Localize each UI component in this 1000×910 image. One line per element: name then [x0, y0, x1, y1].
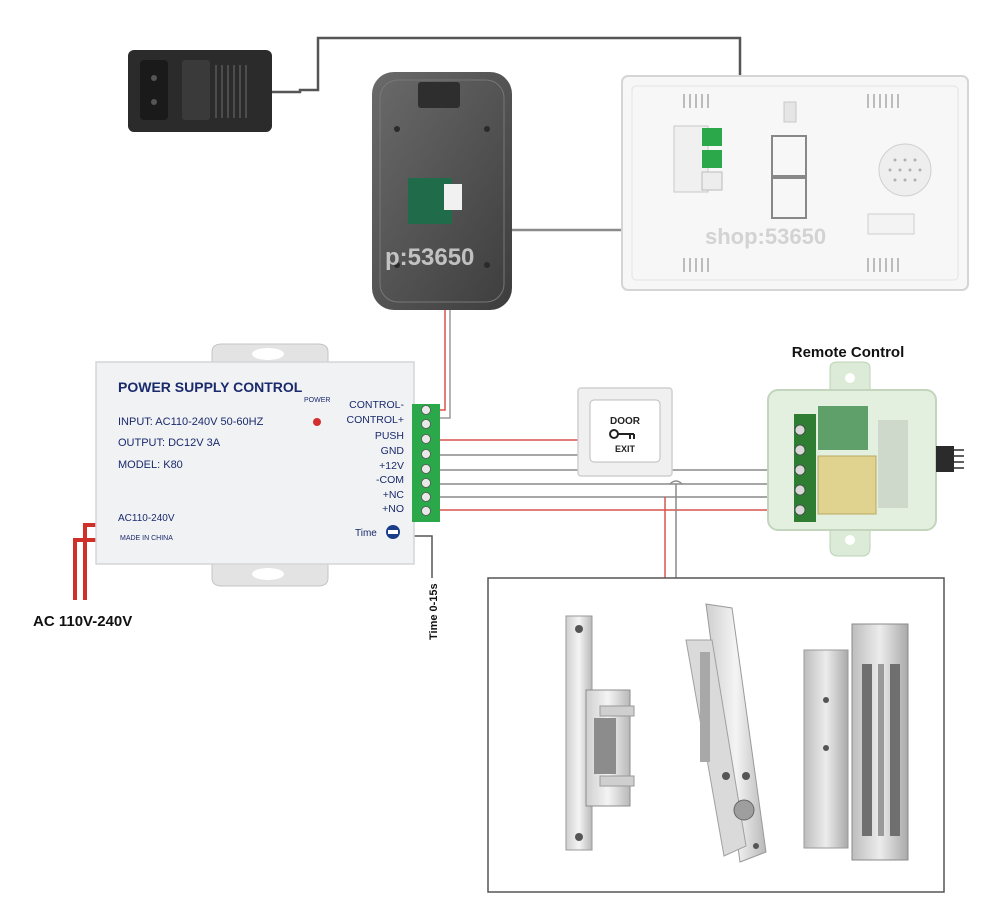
- push-wire: [432, 439, 596, 452]
- psu-input: INPUT: AC110-240V 50-60HZ: [118, 416, 264, 428]
- electric-strike-lock: [565, 615, 635, 851]
- power-supply-control: POWER SUPPLY CONTROL INPUT: AC110-240V 5…: [95, 343, 440, 587]
- power-led: [313, 418, 321, 426]
- terminal-label-push: PUSH: [375, 430, 404, 442]
- wire-hop: [669, 480, 683, 485]
- ac-wire-2: [73, 538, 98, 600]
- terminal-label-no: +NO: [382, 503, 404, 515]
- exit-button-exit: EXIT: [615, 444, 636, 454]
- electric-bolt-lock: [685, 603, 767, 863]
- indoor-monitor: shop:53650: [621, 75, 969, 291]
- terminal-label-control-plus: CONTROL+: [347, 414, 404, 426]
- panel-watermark: p:53650: [385, 244, 474, 271]
- psu-model: MODEL: K80: [118, 459, 183, 471]
- magnetic-lock: [803, 623, 909, 861]
- time-knob-label: Time: [355, 528, 377, 539]
- terminal-label-com: -COM: [376, 474, 404, 486]
- ac-wire-1: [83, 523, 98, 600]
- power-led-label: POWER: [304, 397, 330, 404]
- outdoor-panel: p:53650: [372, 72, 512, 310]
- exit-button: DOOR EXIT: [577, 387, 673, 477]
- psu-ac-label: AC110-240V: [118, 513, 175, 524]
- exit-button-door: DOOR: [610, 416, 641, 427]
- terminal-label-12v: +12V: [379, 460, 404, 472]
- power-adapter: [128, 50, 272, 132]
- psu-title: POWER SUPPLY CONTROL: [118, 379, 303, 395]
- terminal-label-gnd: GND: [381, 445, 405, 457]
- terminal-label-nc: +NC: [383, 489, 405, 501]
- terminal-label-control-minus: CONTROL-: [349, 399, 404, 411]
- psu-made-in: MADE IN CHINA: [120, 535, 173, 542]
- ac-input-label: AC 110V-240V: [33, 613, 132, 630]
- remote-control-label: Remote Control: [792, 344, 905, 361]
- locks-box: [487, 577, 945, 893]
- psu-output: OUTPUT: DC12V 3A: [118, 437, 221, 449]
- time-range-label: Time 0-15s: [428, 583, 440, 640]
- remote-control: Remote Control: [767, 344, 964, 557]
- key-icon: [609, 429, 635, 439]
- monitor-watermark: shop:53650: [705, 224, 826, 249]
